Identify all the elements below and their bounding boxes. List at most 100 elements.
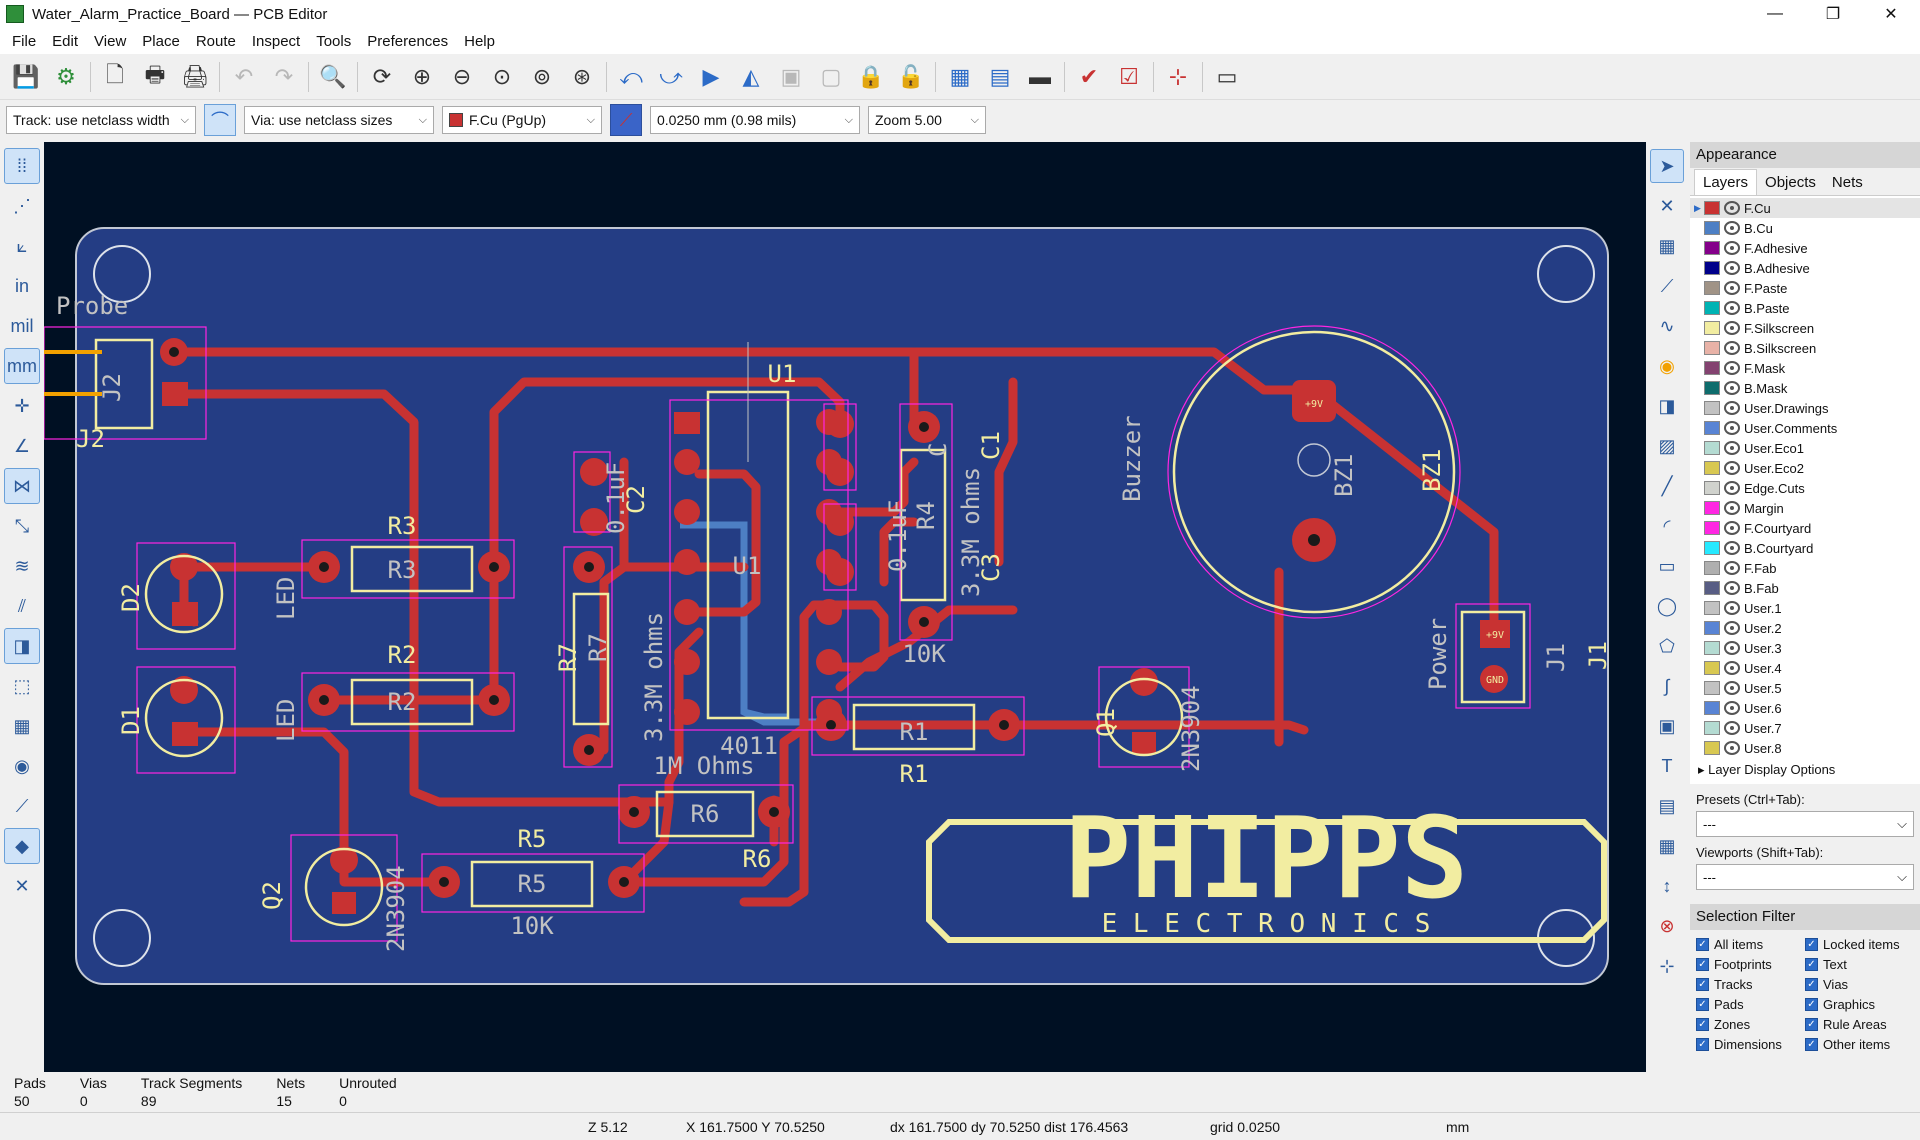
add-textbox-icon[interactable]: ▤ xyxy=(1658,795,1676,816)
maximize-button[interactable]: ❐ xyxy=(1825,6,1841,23)
layer-color-swatch[interactable] xyxy=(1704,221,1720,235)
layer-row[interactable]: Edge.Cuts xyxy=(1690,478,1920,498)
inch-units-icon[interactable]: in xyxy=(14,275,29,296)
layer-color-swatch[interactable] xyxy=(1704,381,1720,395)
layer-row[interactable]: User.Eco1 xyxy=(1690,438,1920,458)
layer-color-swatch[interactable] xyxy=(1704,241,1720,255)
visibility-eye-icon[interactable] xyxy=(1724,461,1740,475)
layer-color-swatch[interactable] xyxy=(1704,561,1720,575)
filter-checkbox[interactable]: ✓Vias xyxy=(1805,974,1914,994)
zoom-selection-icon[interactable]: ⊛ xyxy=(572,63,592,89)
menu-preferences[interactable]: Preferences xyxy=(367,32,449,50)
page-settings-icon[interactable]: 🗋 xyxy=(106,61,124,87)
via-size-select[interactable]: Via: use netclass sizes⌵ xyxy=(244,106,434,134)
redo-icon[interactable]: ↷ xyxy=(274,63,294,89)
zone-fill-icon[interactable]: ◨ xyxy=(4,628,40,664)
layer-row[interactable]: User.7 xyxy=(1690,718,1920,738)
layer-color-swatch[interactable] xyxy=(1704,261,1720,275)
layer-row[interactable]: User.6 xyxy=(1690,698,1920,718)
layer-row[interactable]: User.4 xyxy=(1690,658,1920,678)
netlist-icon[interactable]: ▦ xyxy=(949,63,971,89)
visibility-eye-icon[interactable] xyxy=(1724,321,1740,335)
filter-checkbox[interactable]: ✓Text xyxy=(1805,954,1914,974)
layer-row[interactable]: B.Silkscreen xyxy=(1690,338,1920,358)
tab-objects[interactable]: Objects xyxy=(1765,174,1816,191)
lock-icon[interactable]: 🔒 xyxy=(857,63,885,89)
layer-color-swatch[interactable] xyxy=(1704,421,1720,435)
visibility-eye-icon[interactable] xyxy=(1724,221,1740,235)
zone-outline-icon[interactable]: ⬚ xyxy=(13,675,31,696)
visibility-eye-icon[interactable] xyxy=(1724,681,1740,695)
visibility-eye-icon[interactable] xyxy=(1724,521,1740,535)
net-color-icon[interactable]: ≋ xyxy=(14,555,30,576)
layer-color-swatch[interactable] xyxy=(1704,301,1720,315)
filter-checkbox[interactable]: ✓Locked items xyxy=(1805,934,1914,954)
grid-toggle-icon[interactable]: ⁞⁞ xyxy=(4,148,40,184)
layer-color-swatch[interactable] xyxy=(1704,641,1720,655)
layer-row[interactable]: User.3 xyxy=(1690,638,1920,658)
zoom-select[interactable]: Zoom 5.00⌵ xyxy=(868,106,986,134)
layer-color-swatch[interactable] xyxy=(1704,321,1720,335)
polar-axes-icon[interactable]: ⟀ xyxy=(16,235,28,256)
scripting-console-icon[interactable]: ▭ xyxy=(1216,63,1238,89)
draw-bezier-icon[interactable]: ∫ xyxy=(1664,675,1670,696)
layer-row[interactable]: B.Mask xyxy=(1690,378,1920,398)
layer-color-swatch[interactable] xyxy=(1704,721,1720,735)
add-image-icon[interactable]: ▣ xyxy=(1658,715,1676,736)
visibility-eye-icon[interactable] xyxy=(1724,641,1740,655)
layer-row[interactable]: B.Paste xyxy=(1690,298,1920,318)
mil-units-icon[interactable]: mil xyxy=(10,315,34,336)
visibility-eye-icon[interactable] xyxy=(1724,481,1740,495)
draw-polygon-icon[interactable]: ⬠ xyxy=(1659,635,1675,656)
visibility-eye-icon[interactable] xyxy=(1724,721,1740,735)
visibility-eye-icon[interactable] xyxy=(1724,741,1740,755)
angle-constraint-icon[interactable]: ∠ xyxy=(13,435,31,456)
layer-color-swatch[interactable] xyxy=(1704,741,1720,755)
high-contrast-icon[interactable]: ◆ xyxy=(4,828,40,864)
visibility-eye-icon[interactable] xyxy=(1724,261,1740,275)
zoom-out-icon[interactable]: ⊖ xyxy=(452,63,472,89)
filter-checkbox[interactable]: ✓Zones xyxy=(1696,1014,1805,1034)
zoom-objects-icon[interactable]: ⊚ xyxy=(532,63,552,89)
grid-select[interactable]: 0.0250 mm (0.98 mils)⌵ xyxy=(650,106,860,134)
layer-row[interactable]: ▶F.Cu xyxy=(1690,198,1920,218)
rotate-ccw-icon[interactable]: ⤺ xyxy=(619,63,643,89)
draw-rectangle-icon[interactable]: ▭ xyxy=(1658,555,1676,576)
layer-color-swatch[interactable] xyxy=(1704,581,1720,595)
layer-color-swatch[interactable] xyxy=(1704,341,1720,355)
layer-color-swatch[interactable] xyxy=(1704,701,1720,715)
layer-color-swatch[interactable] xyxy=(1704,521,1720,535)
viewports-select[interactable]: ---⌵ xyxy=(1696,864,1914,890)
filter-checkbox[interactable]: ✓All items xyxy=(1696,934,1805,954)
visibility-eye-icon[interactable] xyxy=(1724,201,1740,215)
visibility-eye-icon[interactable] xyxy=(1724,601,1740,615)
layer-row[interactable]: F.Adhesive xyxy=(1690,238,1920,258)
polar-coords-icon[interactable]: ⋰ xyxy=(13,195,31,216)
filter-checkbox[interactable]: ✓Rule Areas xyxy=(1805,1014,1914,1034)
cursor-style-icon[interactable]: ✛ xyxy=(14,395,30,416)
minimize-button[interactable]: — xyxy=(1767,5,1783,22)
mirror-icon[interactable]: ◭ xyxy=(742,63,760,89)
active-layer-select[interactable]: F.Cu (PgUp)⌵ xyxy=(442,106,602,134)
select-icon[interactable]: ➤ xyxy=(1650,149,1684,183)
plot-icon[interactable]: 🖨 xyxy=(181,63,209,89)
add-via-icon[interactable]: ◉ xyxy=(1659,355,1675,376)
tune-length-icon[interactable]: ∿ xyxy=(1659,315,1675,336)
layer-row[interactable]: User.2 xyxy=(1690,618,1920,638)
filter-checkbox[interactable]: ✓Dimensions xyxy=(1696,1034,1805,1054)
layer-color-swatch[interactable] xyxy=(1704,501,1720,515)
filter-checkbox[interactable]: ✓Other items xyxy=(1805,1034,1914,1054)
visibility-eye-icon[interactable] xyxy=(1724,421,1740,435)
add-zone-icon[interactable]: ◨ xyxy=(1658,395,1676,416)
footprint-editor-icon[interactable]: ▬ xyxy=(1029,63,1051,89)
layer-row[interactable]: User.Drawings xyxy=(1690,398,1920,418)
board-setup-icon[interactable]: ⚙ xyxy=(56,63,76,89)
track-outline-icon[interactable]: ⫽ xyxy=(17,595,27,616)
tab-layers[interactable]: Layers xyxy=(1694,169,1758,195)
auto-track-width-icon[interactable]: ⌒ xyxy=(204,104,236,136)
visibility-eye-icon[interactable] xyxy=(1724,621,1740,635)
save-icon[interactable]: 💾 xyxy=(12,63,40,89)
local-ratsnest-icon[interactable]: ✕ xyxy=(1659,195,1675,216)
add-dimension-icon[interactable]: ↕ xyxy=(1662,875,1672,896)
layer-row[interactable]: F.Courtyard xyxy=(1690,518,1920,538)
